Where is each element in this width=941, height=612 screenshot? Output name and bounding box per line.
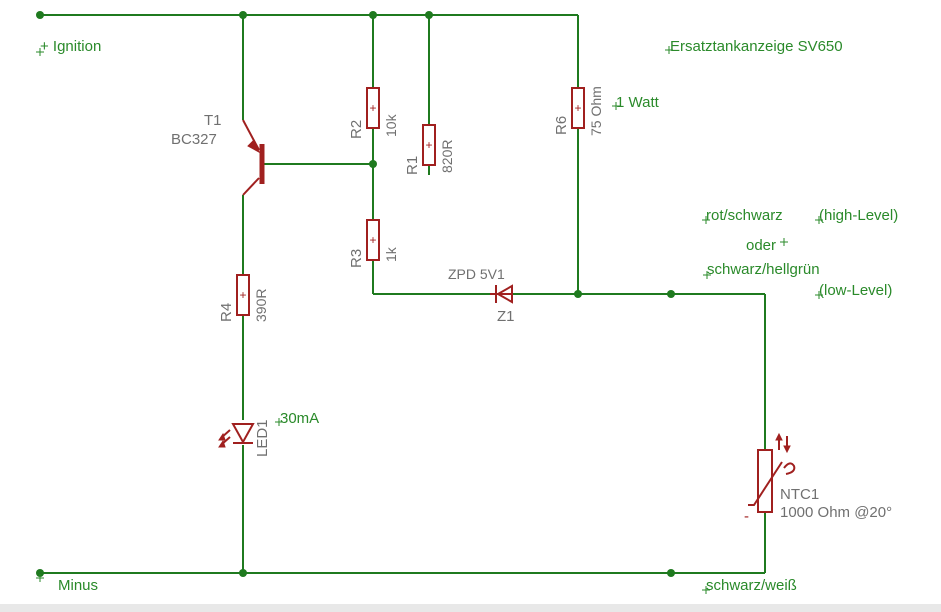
label-anchors	[36, 46, 823, 594]
r2-plus-mark: +	[369, 101, 376, 115]
ntc1-theta-mark	[783, 462, 796, 475]
transistor-t1	[242, 119, 265, 196]
anchor-cross	[780, 238, 788, 246]
led1-triangle	[231, 423, 255, 445]
label-wire-low: schwarz/hellgrün	[707, 261, 820, 278]
label-led1-name: LED1	[254, 419, 271, 457]
resistor-r1	[422, 124, 436, 166]
thermistor-ntc1: -	[744, 432, 796, 525]
label-low-level: (low-Level)	[819, 282, 892, 299]
anchor-cross	[36, 574, 44, 582]
junction	[369, 11, 377, 19]
label-r2-value: 10k	[383, 113, 399, 137]
label-z1-value: ZPD 5V1	[448, 266, 505, 282]
label-wire-ground: schwarz/weiß	[706, 577, 797, 594]
junction	[369, 160, 377, 168]
label-r4-value: 390R	[253, 289, 269, 322]
label-t1-name: T1	[204, 112, 222, 129]
anchor-cross	[665, 46, 673, 54]
zener-diode-z1	[490, 284, 513, 304]
label-t1-value: BC327	[171, 131, 217, 148]
label-r2-name: R2	[348, 120, 365, 139]
label-z1-name: Z1	[497, 308, 515, 325]
anchor-cross	[815, 216, 823, 224]
anchor-cross	[815, 291, 823, 299]
diagram-title: Ersatztankanzeige SV650	[670, 38, 843, 55]
ntc1-slash	[748, 461, 783, 506]
label-r1-value: 820R	[439, 140, 455, 173]
resistor-r4	[236, 274, 250, 316]
r1-plus-mark: +	[425, 138, 432, 152]
wires	[40, 14, 766, 574]
anchor-cross	[702, 586, 710, 594]
junctions	[36, 11, 675, 577]
label-minus: Minus	[58, 577, 98, 594]
label-r4-name: R4	[218, 303, 235, 322]
junction	[667, 290, 675, 298]
led1-ray-arrow	[218, 439, 226, 448]
label-led-current: 30mA	[280, 410, 319, 427]
label-r3-value: 1k	[383, 246, 399, 262]
junction	[667, 569, 675, 577]
led1-ray-arrow	[218, 432, 226, 441]
label-r6-name: R6	[553, 116, 570, 135]
junction	[239, 11, 247, 19]
junction	[239, 569, 247, 577]
bottom-edge-strip	[0, 604, 941, 612]
junction	[574, 290, 582, 298]
label-ignition: + Ignition	[40, 38, 101, 55]
junction	[425, 11, 433, 19]
resistor-r6	[571, 87, 585, 129]
t1-emitter-arrow	[247, 139, 261, 154]
led-led1	[218, 423, 255, 448]
anchor-cross	[36, 48, 44, 56]
anchor-cross	[612, 102, 620, 110]
label-oder: oder	[746, 237, 776, 254]
anchor-cross	[275, 418, 283, 426]
label-r1-name: R1	[404, 156, 421, 175]
ntc1-minus-mark: -	[744, 508, 749, 525]
label-wire-high: rot/schwarz	[706, 207, 783, 224]
ntc1-arrow-up	[775, 432, 783, 441]
label-ntc1-value: 1000 Ohm @20°	[780, 504, 892, 521]
anchor-cross	[703, 271, 711, 279]
resistor-r3	[366, 219, 380, 261]
label-high-level: (high-Level)	[819, 207, 898, 224]
t1-collector-leg	[242, 177, 260, 196]
junction	[36, 569, 44, 577]
r4-plus-mark: +	[239, 288, 246, 302]
resistor-r2	[366, 87, 380, 129]
r3-plus-mark: +	[369, 233, 376, 247]
label-r6-value: 75 Ohm	[588, 86, 604, 136]
z1-triangle	[495, 284, 513, 304]
anchor-cross	[702, 216, 710, 224]
ntc1-arrow-down	[783, 445, 791, 454]
label-ntc1-name: NTC1	[780, 486, 819, 503]
ntc1-body	[757, 449, 773, 513]
label-r6-power: 1 Watt	[616, 94, 660, 111]
junction	[36, 11, 44, 19]
label-r3-name: R3	[348, 249, 365, 268]
r6-plus-mark: +	[574, 101, 581, 115]
